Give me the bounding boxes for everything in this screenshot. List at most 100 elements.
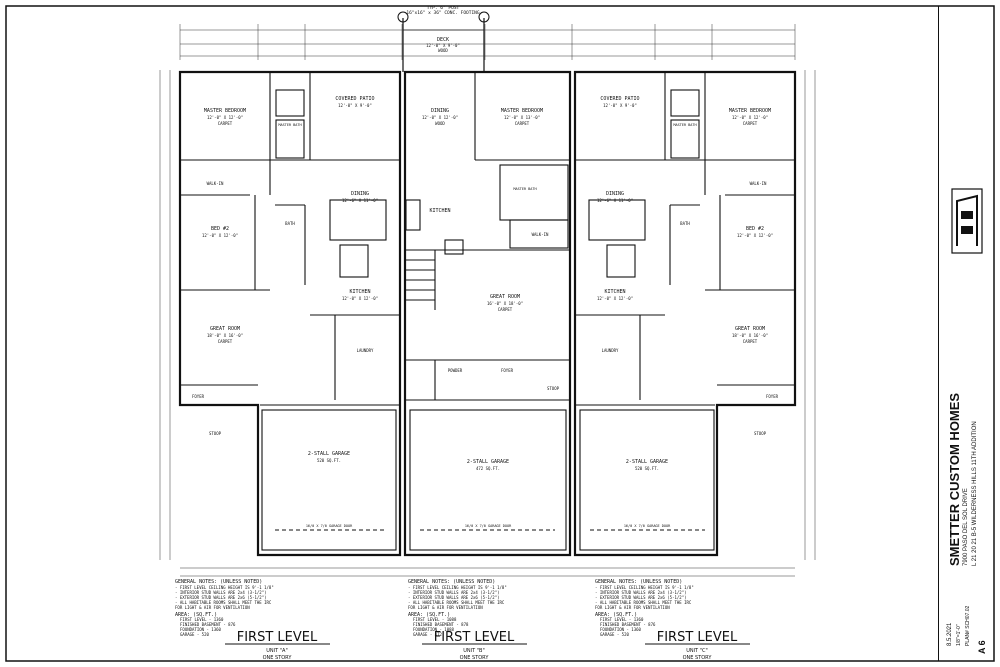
unit-b-master: MASTER BEDROOM xyxy=(501,108,543,114)
unit-b-master-mat: CARPET xyxy=(515,121,530,126)
unit-a-story: ONE STORY xyxy=(263,655,293,661)
unit-a-garage: 2-STALL GARAGE xyxy=(308,451,350,457)
notes-line: - ALL HABITABLE ROOMS SHALL MEET THE IRC xyxy=(595,600,692,605)
unit-a-garage-door: 16/0 X 7/0 GARAGE DOOR xyxy=(306,524,353,528)
company-name: SMETTER CUSTOM HOMES xyxy=(947,392,962,566)
notes-heading: GENERAL NOTES: (UNLESS NOTED) xyxy=(408,579,495,585)
notes-heading: GENERAL NOTES: (UNLESS NOTED) xyxy=(175,579,262,585)
general-notes-unit-b: GENERAL NOTES: (UNLESS NOTED) - FIRST LE… xyxy=(408,579,507,637)
unit-a-patio-size: 12'-0" X 9'-0" xyxy=(338,103,372,108)
unit-b-kitchen: KITCHEN xyxy=(429,208,450,214)
unit-a-unit: UNIT "A" xyxy=(266,648,288,654)
unit-c-bed2: BED #2 xyxy=(746,226,764,232)
unit-c-patio: COVERED PATIO xyxy=(600,96,639,102)
unit-b-walkin: WALK-IN xyxy=(532,232,549,237)
area-line: FIRST LEVEL - 1360 xyxy=(600,617,644,622)
unit-a-great-size: 18'-0" X 16'-0" xyxy=(207,333,243,338)
unit-c-great-mat: CARPET xyxy=(743,339,758,344)
top-note-1: TYP. 6" POST xyxy=(427,5,460,11)
lot-description: L 21 20 21 B-5 WILDERNESS HILLS 11TH ADD… xyxy=(972,421,978,566)
unit-a-great-mat: CARPET xyxy=(218,339,233,344)
area-line: GARAGE - 472 xyxy=(413,632,442,637)
sheet-scale: 1/8"=1'-0" xyxy=(956,624,962,646)
unit-a-great: GREAT ROOM xyxy=(210,326,240,332)
area-heading: AREA: (SQ.FT.) xyxy=(408,612,450,618)
company-address: 7900 PASO DEL SOL DRIVE xyxy=(963,488,969,566)
notes-line: - FIRST LEVEL CEILING HEIGHT IS 9'-1 1/8… xyxy=(408,585,507,590)
notes-line: - INTERIOR STUD WALLS ARE 2x4 (3-1/2") xyxy=(408,590,500,595)
unit-a-foyer: FOYER xyxy=(192,394,205,399)
unit-a-bath: BATH xyxy=(285,221,295,226)
area-heading: AREA: (SQ.FT.) xyxy=(595,612,637,618)
unit-c-bed2-size: 12'-0" X 12'-0" xyxy=(737,233,773,238)
unit-a-master-size: 12'-0" X 12'-0" xyxy=(207,115,243,120)
unit-a-dining: DINING xyxy=(351,191,369,197)
interior-walls-unit-c xyxy=(575,72,795,406)
room-labels-unit-a: MASTER BEDROOM 12'-0" X 12'-0" CARPET MA… xyxy=(192,96,378,528)
notes-line: - FIRST LEVEL CEILING HEIGHT IS 9'-1 1/8… xyxy=(595,585,694,590)
area-heading: AREA: (SQ.FT.) xyxy=(175,612,217,618)
unit-c-bath: BATH xyxy=(680,221,690,226)
general-notes-unit-c: GENERAL NOTES: (UNLESS NOTED) - FIRST LE… xyxy=(595,579,694,637)
unit-c-stoop: STOOP xyxy=(754,431,767,436)
level-titles: FIRST LEVEL UNIT "A" ONE STORY FIRST LEV… xyxy=(225,630,750,661)
unit-b-master-bath: MASTER BATH xyxy=(513,187,536,191)
area-line: FOUNDATION - 1360 xyxy=(180,627,222,632)
unit-a-patio: COVERED PATIO xyxy=(335,96,374,102)
unit-a-kitchen: KITCHEN xyxy=(349,289,370,295)
unit-c-great-size: 18'-0" X 16'-0" xyxy=(732,333,768,338)
unit-b-title: FIRST LEVEL xyxy=(434,630,515,645)
interior-walls-unit-b xyxy=(405,72,570,401)
unit-b-garage: 2-STALL GARAGE xyxy=(467,459,509,465)
area-line: FINISHED BASEMENT - 878 xyxy=(413,622,469,627)
unit-b-master-size: 12'-0" X 13'-0" xyxy=(504,115,540,120)
notes-line: - EXTERIOR STUD WALLS ARE 2x6 (5-1/2") xyxy=(595,595,687,600)
deck-size: 12'-0" X 9'-0" xyxy=(426,43,460,48)
unit-c-walkin: WALK-IN xyxy=(750,181,767,186)
area-line: GARAGE - 520 xyxy=(180,632,209,637)
unit-a-stoop: STOOP xyxy=(209,431,222,436)
plan-number: PLAN# SCH07.02 xyxy=(965,605,971,646)
notes-line: FOR LIGHT & AIR FOR VENTILATION xyxy=(408,605,483,610)
unit-c-dining: DINING xyxy=(606,191,624,197)
interior-walls-unit-a xyxy=(180,72,400,406)
notes-line: - FIRST LEVEL CEILING HEIGHT IS 9'-1 1/8… xyxy=(175,585,274,590)
notes-line: FOR LIGHT & AIR FOR VENTILATION xyxy=(175,605,250,610)
unit-a-master-mat: CARPET xyxy=(218,121,233,126)
unit-c-title: FIRST LEVEL xyxy=(657,630,738,645)
unit-c-kitchen: KITCHEN xyxy=(604,289,625,295)
unit-b-dining-mat: WOOD xyxy=(435,121,445,126)
unit-b-dining: DINING xyxy=(431,108,449,114)
unit-c-great: GREAT ROOM xyxy=(735,326,765,332)
unit-c-unit: UNIT "C" xyxy=(686,648,708,654)
unit-c-master-size: 12'-0" X 12'-0" xyxy=(732,115,768,120)
notes-line: - ALL HABITABLE ROOMS SHALL MEET THE IRC xyxy=(408,600,505,605)
deck-mat: WOOD xyxy=(438,48,448,53)
notes-line: - INTERIOR STUD WALLS ARE 2x4 (3-1/2") xyxy=(175,590,267,595)
notes-line: - ALL HABITABLE ROOMS SHALL MEET THE IRC xyxy=(175,600,272,605)
deck-label: DECK xyxy=(437,37,449,43)
area-line: FIRST LEVEL - 1088 xyxy=(413,617,457,622)
unit-a-garage-size: 520 SQ.FT. xyxy=(317,458,341,463)
area-line: GARAGE - 520 xyxy=(600,632,629,637)
unit-b-stoop: STOOP xyxy=(547,386,560,391)
company-logo-icon xyxy=(951,188,983,254)
notes-line: - EXTERIOR STUD WALLS ARE 2x6 (5-1/2") xyxy=(175,595,267,600)
area-line: FINISHED BASEMENT - 876 xyxy=(180,622,236,627)
unit-b-garage-size: 472 SQ.FT. xyxy=(476,466,500,471)
unit-b-great: GREAT ROOM xyxy=(490,294,520,300)
area-line: FIRST LEVEL - 1360 xyxy=(180,617,224,622)
unit-c-garage: 2-STALL GARAGE xyxy=(626,459,668,465)
unit-a-kitchen-size: 12'-0" X 12'-0" xyxy=(342,296,378,301)
unit-c-garage-size: 520 SQ.FT. xyxy=(635,466,659,471)
deck-area: TYP. 6" POST 16"x16" x 36" CONC. FOOTING… xyxy=(397,5,490,72)
unit-a-walkin: WALK-IN xyxy=(207,181,224,186)
notes-line: - INTERIOR STUD WALLS ARE 2x4 (3-1/2") xyxy=(595,590,687,595)
unit-b-great-size: 16'-0" X 18'-0" xyxy=(487,301,523,306)
unit-c-laundry: LAUNDRY xyxy=(602,348,619,353)
unit-b-dining-size: 12'-0" X 12'-0" xyxy=(422,115,458,120)
dimension-lines xyxy=(159,24,816,577)
area-line: FOUNDATION - 1088 xyxy=(413,627,455,632)
notes-line: - EXTERIOR STUD WALLS ARE 2x6 (5-1/2") xyxy=(408,595,500,600)
